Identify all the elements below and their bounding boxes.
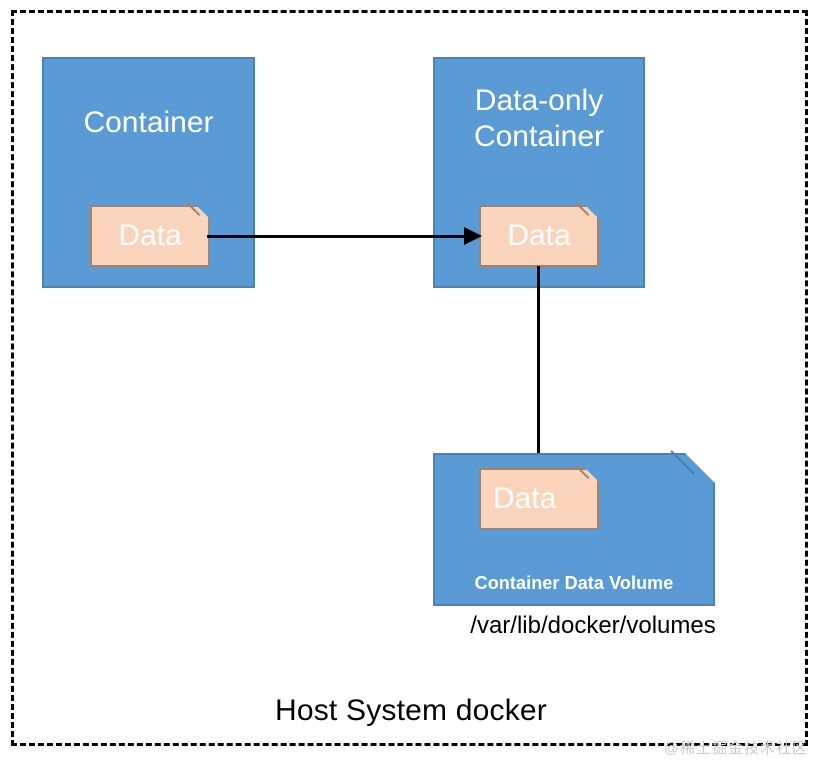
data-note-label: Data: [118, 219, 182, 252]
data-note-volume[interactable]: Data: [479, 454, 600, 530]
volume-path-label: /var/lib/docker/volumes: [470, 612, 716, 639]
container-title: Container: [83, 106, 214, 139]
note-shape: [479, 468, 599, 530]
watermark: @稀土掘金技术社区: [663, 740, 808, 757]
data-note-label: Data: [493, 482, 557, 515]
host-system-label: Host System docker: [274, 694, 548, 727]
note-shape: [479, 205, 599, 267]
data-note-label: Data: [507, 219, 571, 252]
arrow-container-to-dataonly-line: [207, 235, 479, 238]
note-shape: [90, 205, 210, 267]
host-system-boundary: [11, 10, 808, 746]
container-title: Data-only Container: [473, 84, 605, 153]
arrow-dataonly-to-volume-line: [537, 266, 540, 468]
data-note-data-only-container[interactable]: Data: [479, 191, 600, 267]
data-note-container[interactable]: Data: [90, 191, 211, 267]
arrow-container-to-dataonly-head-icon: [464, 227, 482, 245]
container-data-volume-label: Container Data Volume: [474, 573, 674, 593]
